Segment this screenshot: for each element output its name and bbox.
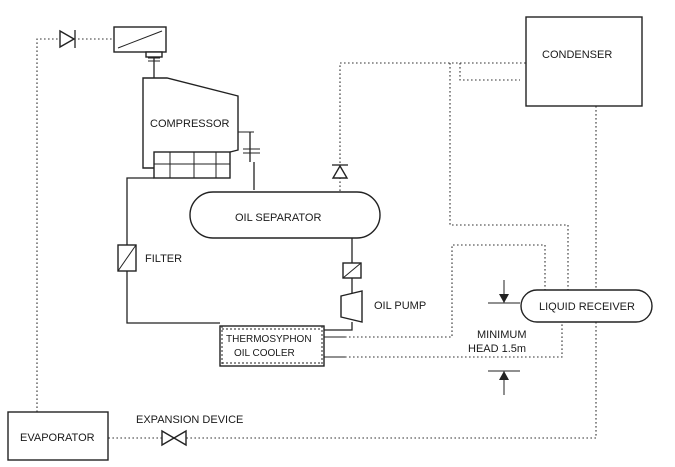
compressor-label: COMPRESSOR [150,118,230,130]
coupling-icon [243,148,260,154]
oil-cooler-label-line2: OIL COOLER [234,348,295,359]
minimum-head-dimension: MINIMUM HEAD 1.5m [468,280,527,395]
condenser-label: CONDENSER [542,49,612,61]
thermosyphon-oil-cooler: THERMOSYPHON OIL COOLER [219,325,345,367]
separator-check-valve-icon [331,164,349,179]
check-valve-icon [59,29,76,49]
expansion-valve-icon [161,429,187,447]
filter-label: FILTER [145,253,182,265]
expansion-device: EXPANSION DEVICE [136,414,243,447]
expansion-device-label: EXPANSION DEVICE [136,414,243,426]
minimum-head-label-line1: MINIMUM [477,329,527,341]
oil-pump-label: OIL PUMP [374,300,426,312]
pump-to-cooler-line [320,322,353,331]
oil-cooler-label-line1: THERMOSYPHON [226,334,312,345]
compressor: COMPRESSOR [142,77,239,179]
dotted-lines [36,38,597,439]
evaporator-suction-line [36,38,58,412]
minimum-head-label-line2: HEAD 1.5m [468,343,526,355]
oil-separator-label: OIL SEPARATOR [235,212,321,224]
filter-to-cooler-line [126,271,220,324]
compressor-oil-return-line [126,177,154,245]
oil-pump: OIL PUMP [340,290,426,323]
liquid-receiver: LIQUID RECEIVER [520,289,653,323]
liquid-receiver-label: LIQUID RECEIVER [539,301,635,313]
evaporator-label: EVAPORATOR [20,432,95,444]
oil-separator: OIL SEPARATOR [189,191,381,239]
pump-filter-icon [342,262,362,279]
oil-pump-icon [340,290,363,323]
condenser: CONDENSER [525,16,643,107]
filter: FILTER [117,244,182,272]
liquid-line [185,322,597,439]
motor-icon [113,26,167,62]
condenser-drain-branch [449,63,569,292]
evaporator: EVAPORATOR [7,411,109,461]
solid-lines [126,52,353,331]
cooler-return-line [345,244,546,338]
equaliser-line [459,63,520,81]
cooler-supply-line [345,322,563,358]
